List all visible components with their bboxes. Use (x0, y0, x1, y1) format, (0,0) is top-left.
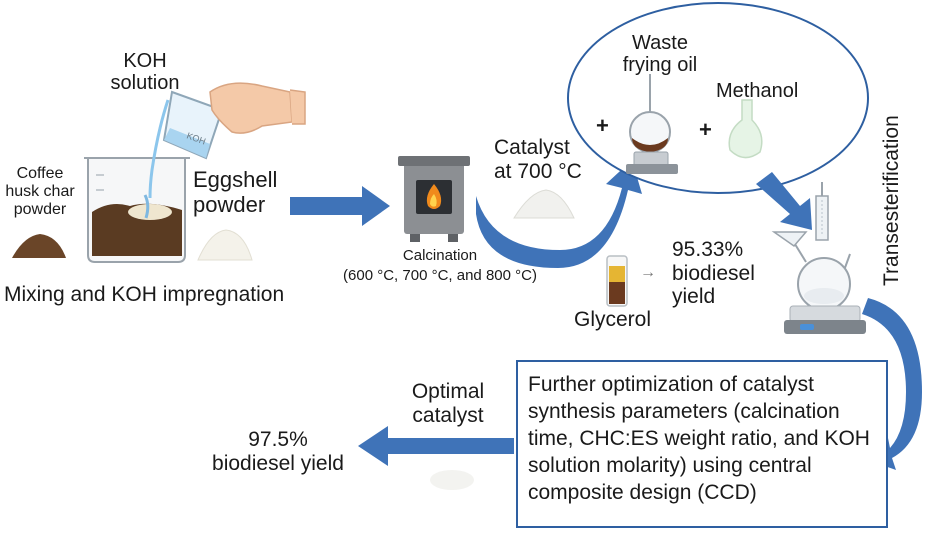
optimization-box: Further optimization of catalyst synthes… (516, 360, 888, 528)
yield-95-label: 95.33% biodiesel yield (672, 238, 755, 309)
plus-sign-right: + (699, 117, 712, 142)
optimal-catalyst-powder-icon (430, 470, 474, 490)
transesterification-label: Transesterification (880, 115, 903, 286)
waste-frying-oil-label: Waste frying oil (622, 32, 698, 77)
plus-sign-left: + (596, 113, 609, 138)
coffee-husk-label: Coffee husk char powder (5, 165, 75, 218)
mixing-beaker-icon (84, 157, 190, 263)
separation-vial-icon (606, 255, 628, 307)
mixing-caption: Mixing and KOH impregnation (4, 283, 285, 306)
koh-solution-label: KOH solution (110, 50, 180, 95)
calcination-label: Calcination (600 °C, 700 °C, and 800 °C) (343, 247, 537, 285)
arrow-to-transesterification-setup (476, 160, 642, 268)
round-flask-hotplate-icon (626, 74, 678, 174)
reflux-apparatus-icon (771, 182, 866, 334)
glycerol-label: Glycerol (574, 308, 652, 331)
vial-arrow-icon: → (640, 264, 656, 281)
methanol-label: Methanol (716, 80, 799, 102)
eggshell-powder-pile-icon (197, 229, 253, 261)
powder-pile-icon (513, 189, 575, 219)
hand-pouring-beaker-icon: KOH (148, 82, 306, 199)
arrow-to-final-yield (358, 426, 514, 466)
coffee-powder-pile-icon (12, 234, 66, 258)
optimization-text: Further optimization of catalyst synthes… (528, 373, 870, 504)
final-yield-label: 97.5% biodiesel yield (212, 428, 344, 475)
arrow-to-optimization-box (862, 298, 922, 470)
optimal-catalyst-label: Optimal catalyst (411, 380, 485, 427)
furnace-icon (398, 156, 470, 242)
arrow-to-calcination (290, 186, 390, 226)
methanol-flask-icon (728, 99, 763, 159)
eggshell-powder-label: Eggshell powder (193, 167, 278, 217)
catalyst-temperature-label: Catalyst at 700 °C (494, 136, 582, 183)
arrow-to-reflux (756, 172, 812, 230)
